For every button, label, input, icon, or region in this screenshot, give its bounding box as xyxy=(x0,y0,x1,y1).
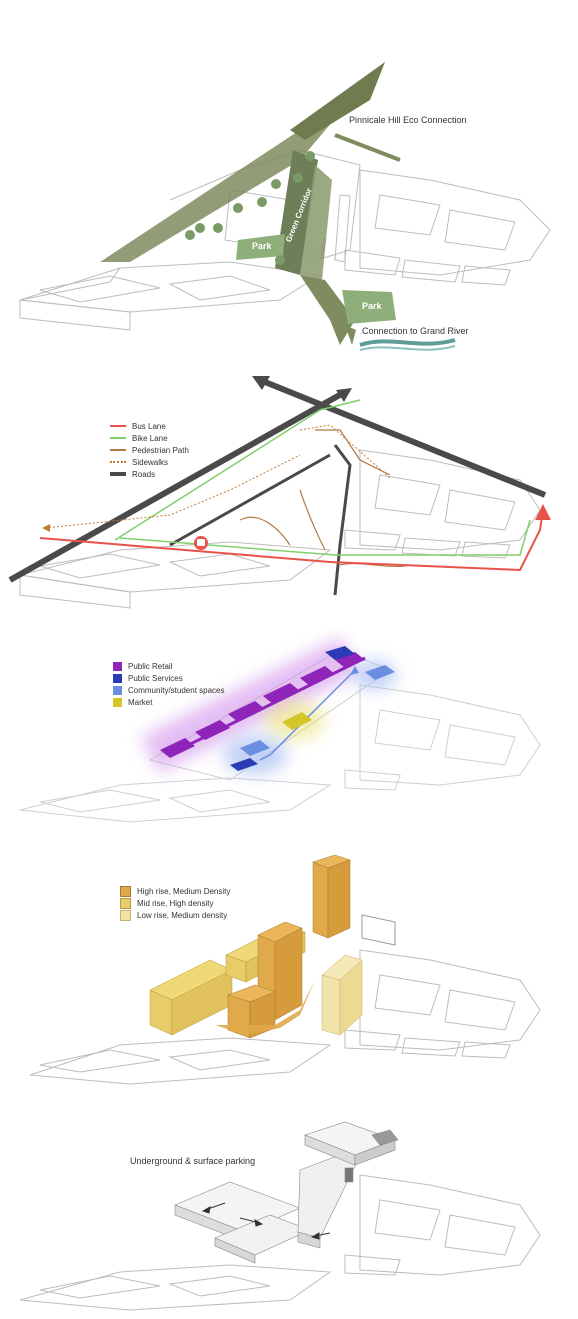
green-corridor-diagram xyxy=(19,62,551,351)
legend-sidewalks: Sidewalks xyxy=(110,456,189,468)
bike-lane-path xyxy=(114,399,531,556)
density-diagram xyxy=(29,854,541,1085)
legend-bus-lane: Bus Lane xyxy=(110,420,189,432)
panel-density: High rise, Medium Density Mid rise, High… xyxy=(0,850,578,1090)
low-rise-buildings xyxy=(321,954,363,1036)
park-area-south xyxy=(342,290,396,324)
panel-green-corridor: Pinnicale Hill Eco Connection Connection… xyxy=(0,0,578,360)
parking-volumes xyxy=(174,1121,399,1264)
road-diagonal-b xyxy=(258,377,547,498)
road-diagonal-a xyxy=(8,389,347,583)
legend-mid-rise: Mid rise, High density xyxy=(120,897,230,909)
parking-diagram xyxy=(19,1121,541,1311)
public-retail-blocks xyxy=(160,652,365,758)
legend-pedestrian-path: Pedestrian Path xyxy=(110,444,189,456)
legend-roads: Roads xyxy=(110,468,189,480)
transport-diagram xyxy=(8,376,551,609)
panel-public-functions: Public Retail Public Services Community/… xyxy=(0,630,578,830)
tree-row xyxy=(185,151,315,265)
legend-high-rise: High rise, Medium Density xyxy=(120,885,230,897)
transport-legend: Bus Lane Bike Lane Pedestrian Path Sidew… xyxy=(110,420,189,480)
public-functions-legend: Public Retail Public Services Community/… xyxy=(113,660,225,708)
community-spaces-block xyxy=(365,665,395,680)
label-park-west: Park xyxy=(252,241,272,251)
legend-community-spaces: Community/student spaces xyxy=(113,684,225,696)
park-area-west xyxy=(236,234,285,260)
public-services-block xyxy=(325,646,355,660)
label-park-south: Park xyxy=(362,301,382,311)
legend-public-retail: Public Retail xyxy=(113,660,225,672)
green-corridor-spine xyxy=(275,150,318,275)
legend-market: Market xyxy=(113,696,225,708)
legend-low-rise: Low rise, Medium density xyxy=(120,909,230,921)
road-local xyxy=(333,444,352,596)
eco-connection-band xyxy=(100,62,385,262)
parking-entry-arrows xyxy=(201,1202,331,1240)
high-rise-buildings xyxy=(215,854,351,1039)
grand-river xyxy=(359,338,456,347)
density-legend: High rise, Medium Density Mid rise, High… xyxy=(120,885,230,921)
sidewalks-path xyxy=(44,424,391,529)
panel-transport: Bus Lane Bike Lane Pedestrian Path Sidew… xyxy=(0,370,578,610)
public-functions-diagram xyxy=(19,637,541,823)
panel-parking: Underground & surface parking xyxy=(0,1110,578,1319)
legend-bike-lane: Bike Lane xyxy=(110,432,189,444)
label-river-connection: Connection to Grand River xyxy=(362,326,469,336)
market-block xyxy=(282,712,312,730)
label-parking: Underground & surface parking xyxy=(130,1156,256,1166)
label-eco-connection: Pinnicale Hill Eco Connection xyxy=(349,115,467,125)
legend-public-services: Public Services xyxy=(113,672,225,684)
bus-lane-path xyxy=(39,509,544,572)
pedestrian-paths xyxy=(239,429,411,568)
